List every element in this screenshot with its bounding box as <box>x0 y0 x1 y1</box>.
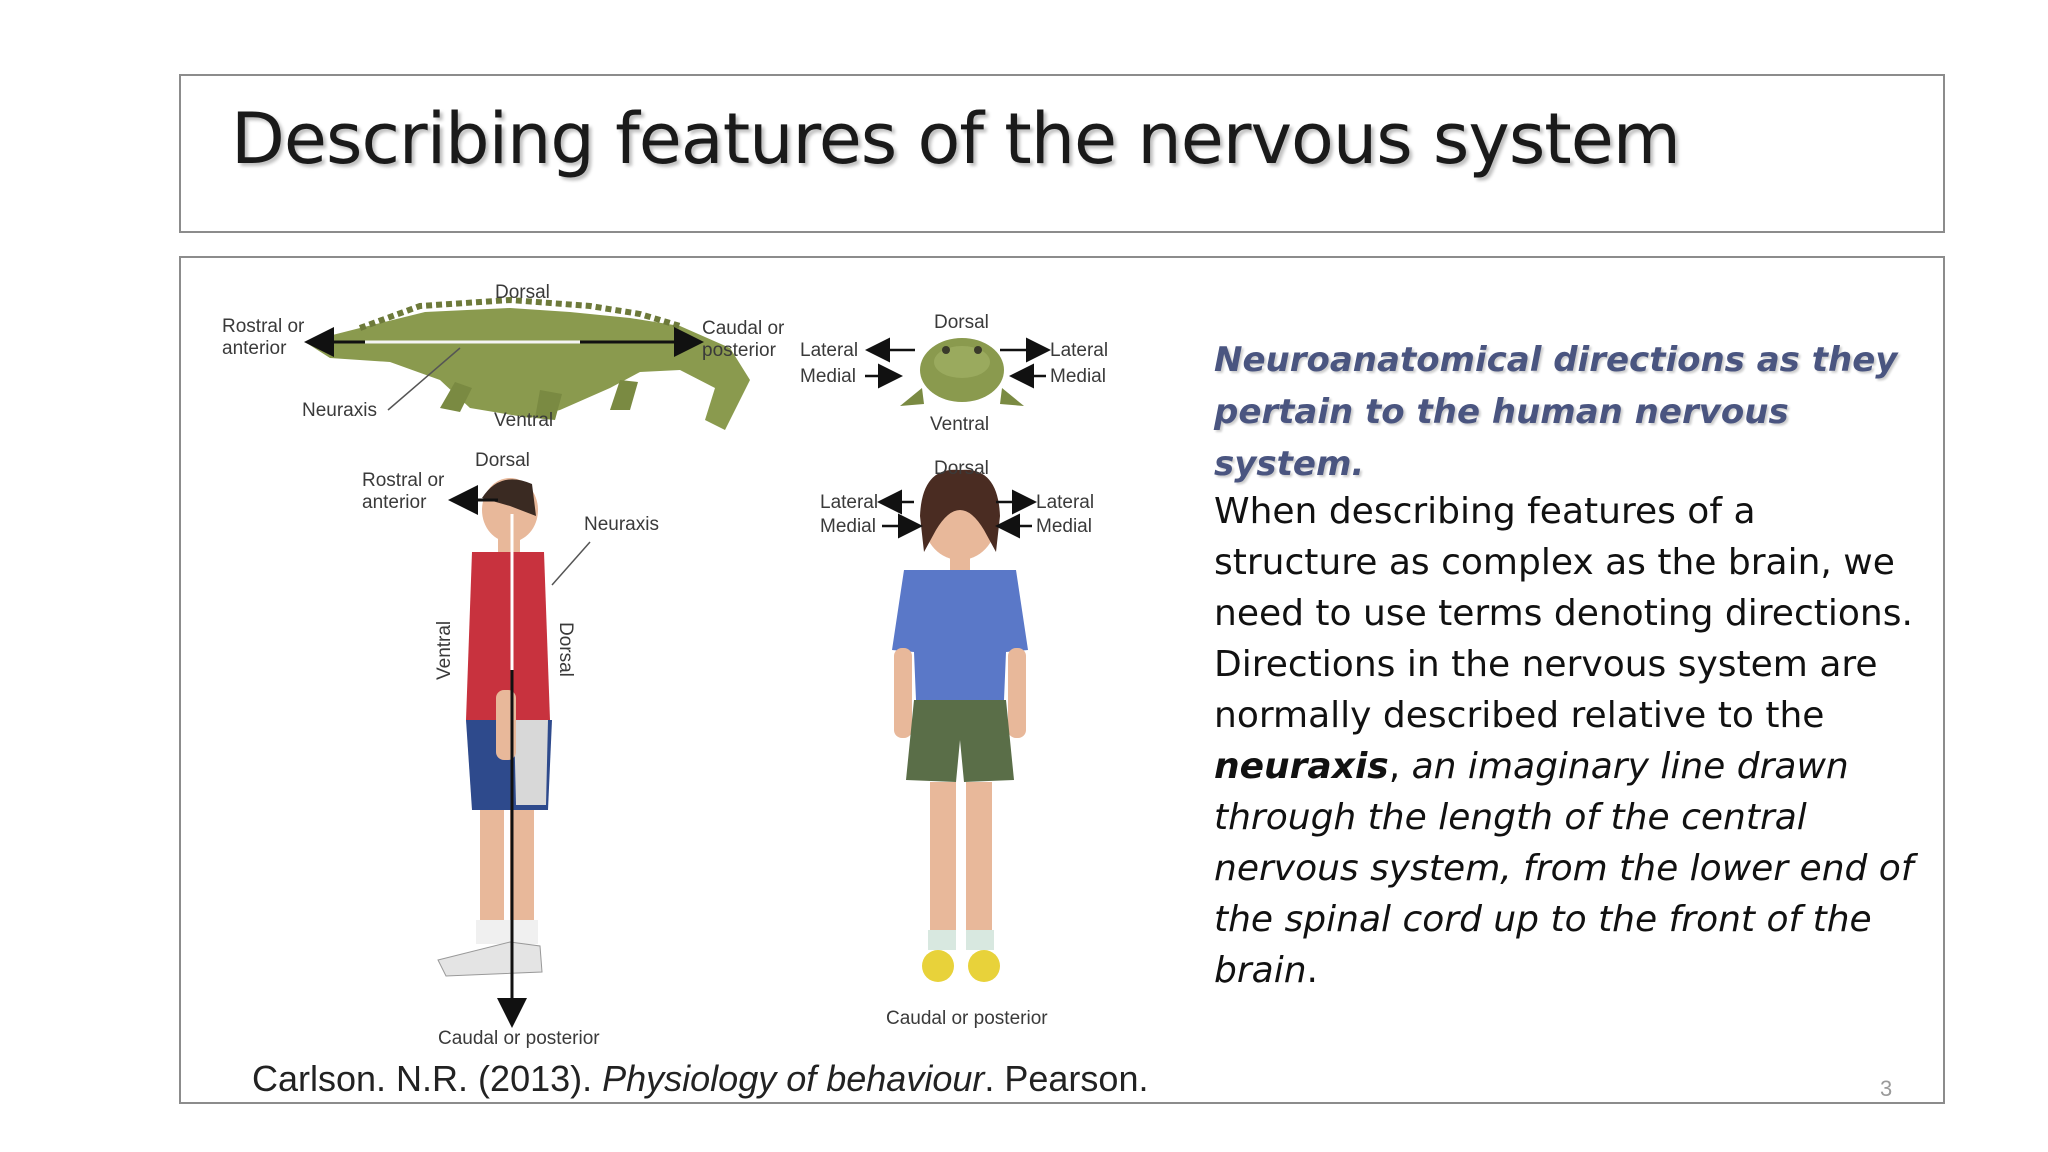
front-lateral-left-label: Lateral <box>800 340 858 361</box>
man-rostral-label-1: Rostral or <box>362 470 445 491</box>
citation-publisher: . Pearson. <box>984 1058 1149 1099</box>
girl-lateral-right-label: Lateral <box>1036 492 1094 513</box>
rostral-label-1: Rostral or <box>222 316 305 337</box>
body-period: . <box>1306 950 1318 991</box>
title-box: Describing features of the nervous syste… <box>179 74 1945 233</box>
girl-front-illustration <box>892 469 1028 982</box>
caudal-label-2: posterior <box>702 340 777 361</box>
neuraxis-term: neuraxis <box>1214 746 1389 787</box>
slide-title: Describing features of the nervous syste… <box>231 98 1681 180</box>
girl-dorsal-label: Dorsal <box>934 458 989 479</box>
citation-author: Carlson. N.R. (2013). <box>252 1058 603 1099</box>
section-heading: Neuroanatomical directions as they perta… <box>1214 340 1898 484</box>
neuraxis-definition: an imaginary line drawn through the leng… <box>1214 746 1914 991</box>
girl-medial-left-label: Medial <box>820 516 876 537</box>
alligator-illustration <box>305 296 750 430</box>
front-medial-right-label: Medial <box>1050 366 1106 387</box>
dorsal-label: Dorsal <box>495 282 550 303</box>
alligator-front-illustration <box>900 338 1024 406</box>
front-ventral-label: Ventral <box>930 414 989 435</box>
rostral-label-2: anterior <box>222 338 287 359</box>
neuraxis-pointer <box>387 347 461 411</box>
page-number: 3 <box>1880 1076 1893 1101</box>
caudal-label-1: Caudal or <box>702 318 785 339</box>
front-dorsal-label: Dorsal <box>934 312 989 333</box>
man-neuraxis-label: Neuraxis <box>584 514 659 535</box>
body-paragraph: When describing features of a structure … <box>1214 486 1914 996</box>
man-ventral-label: Ventral <box>434 621 455 680</box>
man-caudal-label: Caudal or posterior <box>438 1028 600 1049</box>
man-dorsal-side-label: Dorsal <box>555 622 576 677</box>
girl-caudal-label: Caudal or posterior <box>886 1008 1048 1029</box>
man-rostral-label-2: anterior <box>362 492 427 513</box>
front-lateral-right-label: Lateral <box>1050 340 1108 361</box>
man-dorsal-label: Dorsal <box>475 450 530 471</box>
ventral-label: Ventral <box>494 410 553 431</box>
content-box <box>179 256 1945 1104</box>
girl-medial-right-label: Medial <box>1036 516 1092 537</box>
body-intro: When describing features of a structure … <box>1214 491 1913 736</box>
neuraxis-label: Neuraxis <box>302 400 377 421</box>
girl-lateral-left-label: Lateral <box>820 492 878 513</box>
front-medial-left-label: Medial <box>800 366 856 387</box>
body-comma: , <box>1388 746 1401 787</box>
neuroanatomy-figure: Dorsal Rostral or anterior Caudal or pos… <box>210 270 1140 1060</box>
citation: Carlson. N.R. (2013). Physiology of beha… <box>252 1058 1148 1100</box>
man-side-illustration <box>437 478 552 977</box>
citation-book: Physiology of behaviour <box>602 1058 985 1099</box>
